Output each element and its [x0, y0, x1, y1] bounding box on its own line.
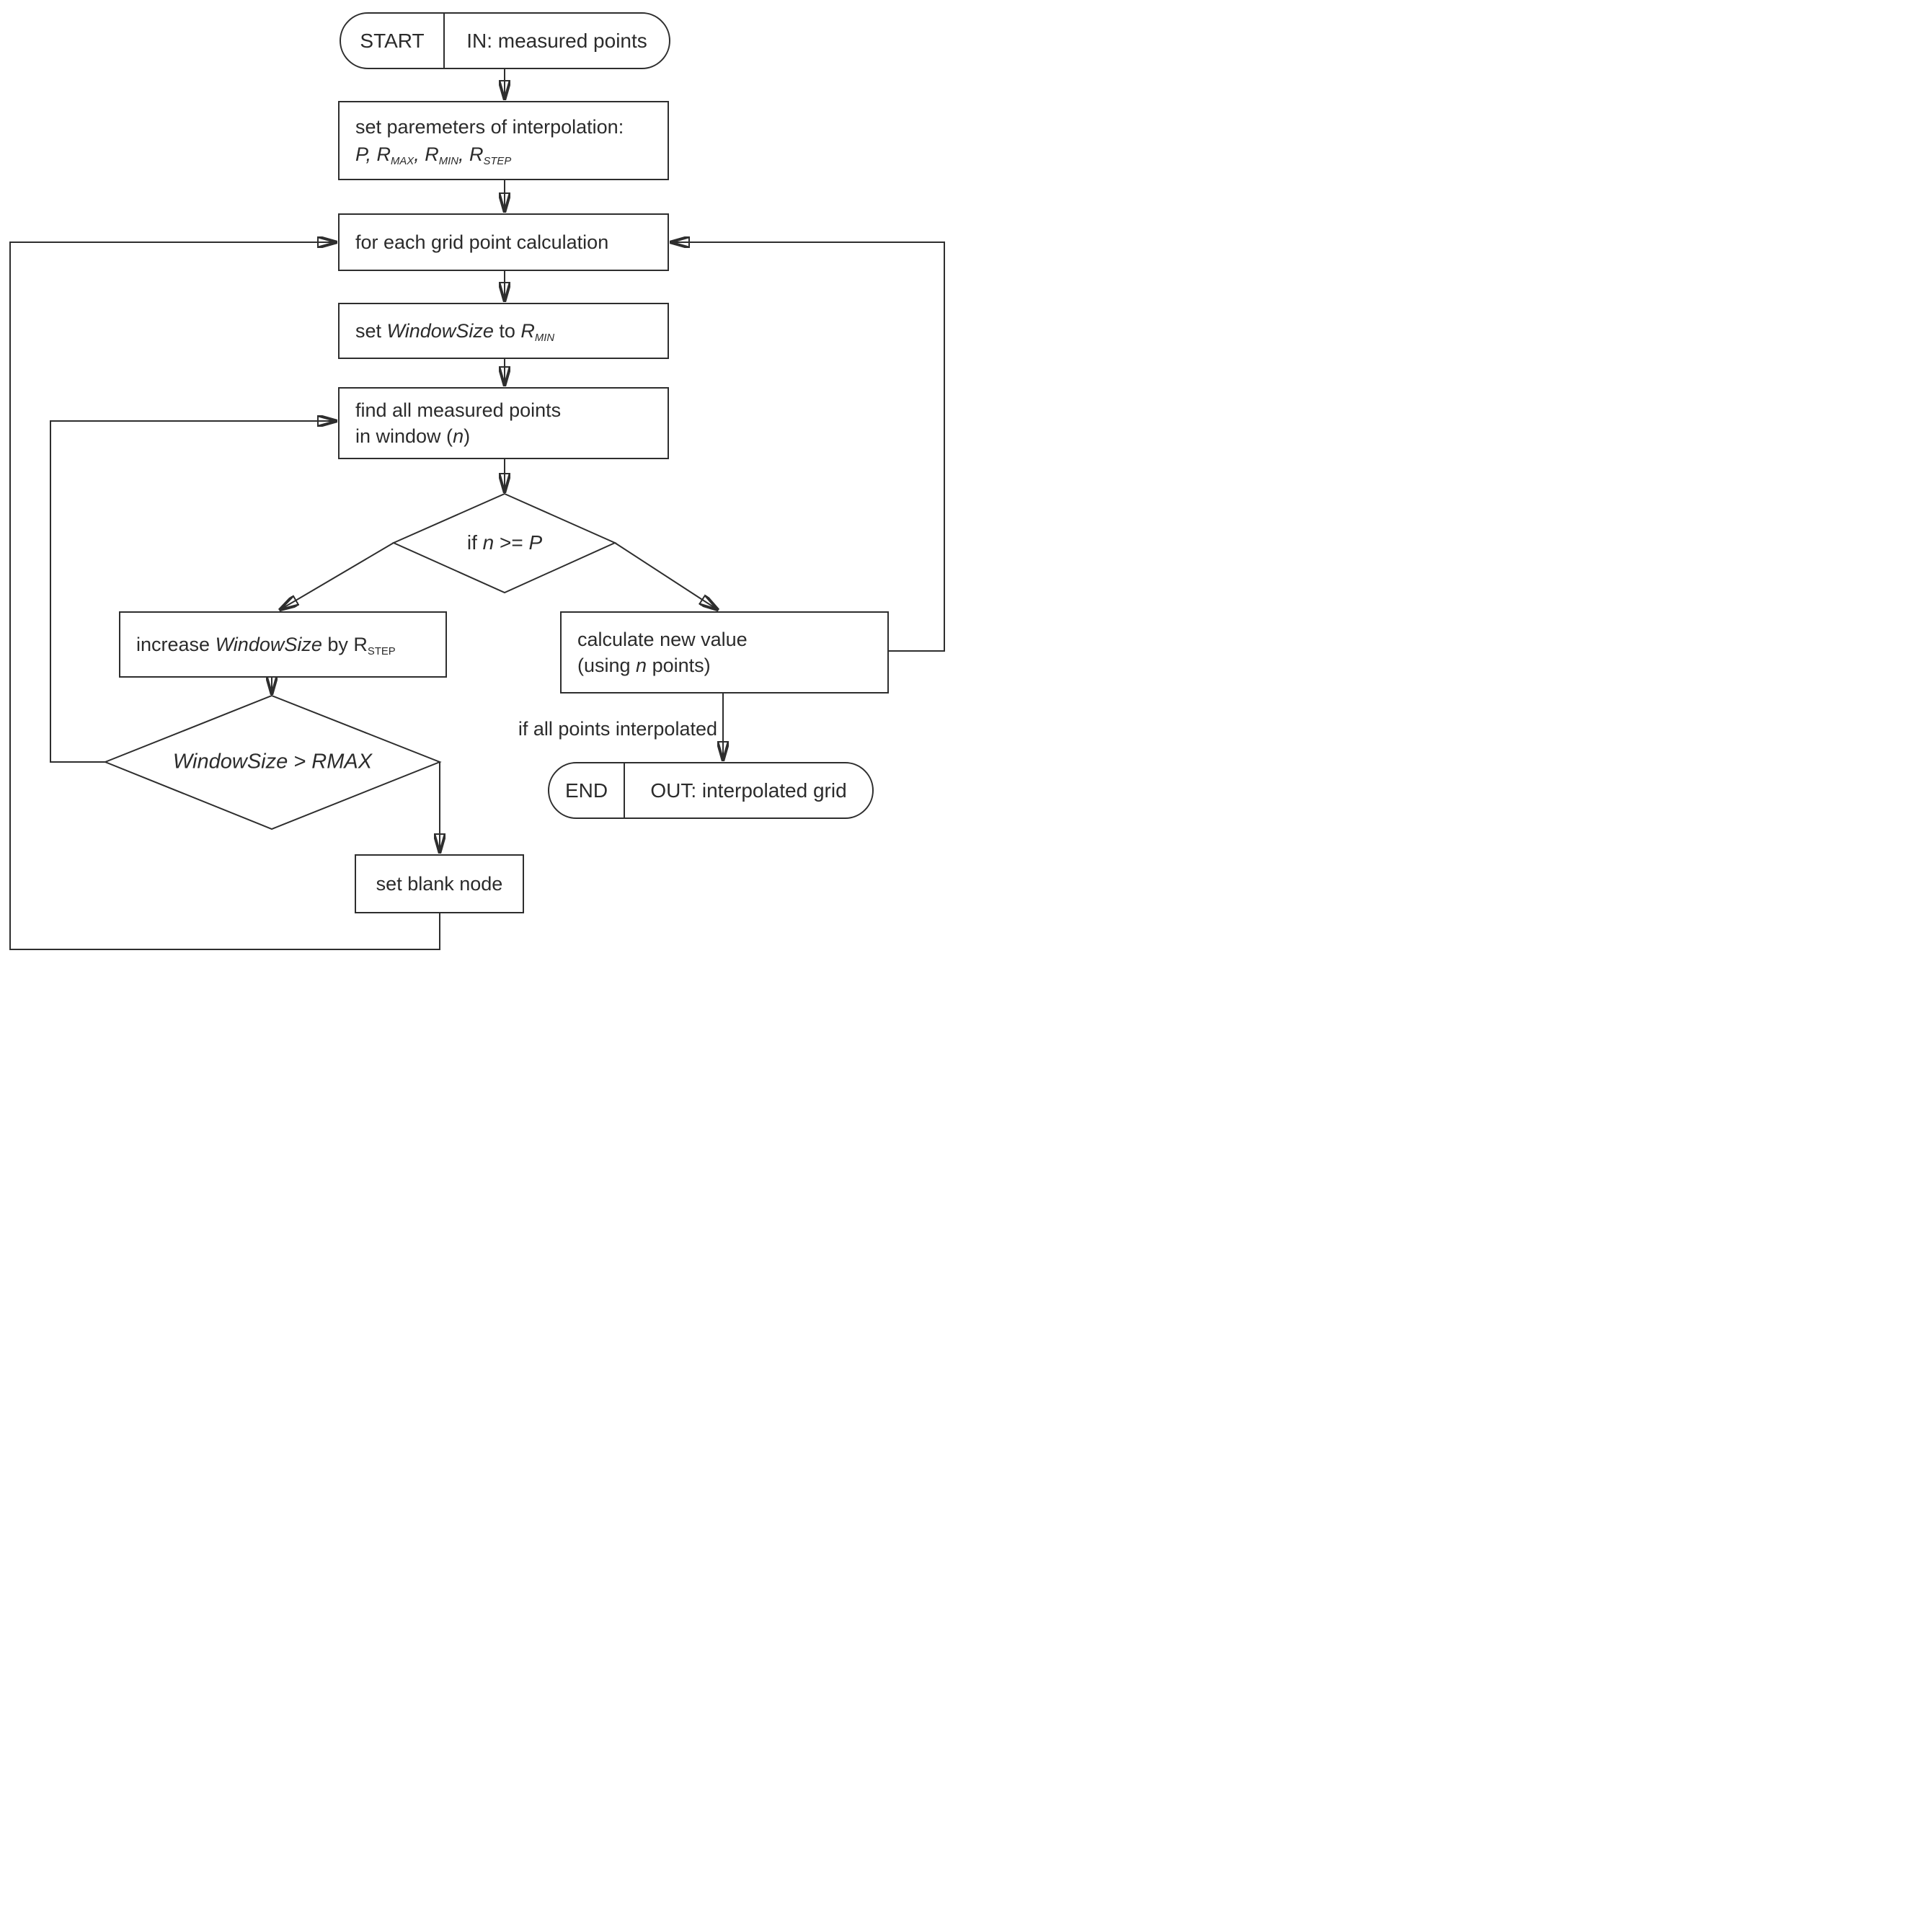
process-set-windowsize-label: set WindowSize to RMIN [355, 320, 555, 344]
connector-layer [9, 69, 945, 950]
edge-decision1-to-increase [280, 542, 394, 610]
flowchart-diagram: START IN: measured points set paremeters… [0, 0, 956, 966]
all-points-interpolated-label: if all points interpolated [518, 718, 717, 740]
edge-loop-setblank-to-foreach [9, 242, 440, 950]
decision-windowsize-rmax-shape [103, 694, 442, 830]
decision-n-ge-p-label: if n >= P [466, 531, 543, 554]
process-set-parameters-label: set paremeters of interpolation:P, RMAX,… [355, 116, 624, 167]
edge-loop-calc-to-foreach [670, 242, 945, 652]
start-label: START [341, 14, 445, 68]
edge-loop-decision2-to-findpoints [50, 421, 337, 763]
process-calculate-value-label: calculate new value(using n points) [577, 629, 748, 676]
process-increase-windowsize: increase WindowSize by RSTEP [119, 611, 447, 678]
process-increase-windowsize-label: increase WindowSize by RSTEP [136, 634, 396, 657]
process-set-windowsize: set WindowSize to RMIN [338, 303, 669, 359]
process-set-parameters: set paremeters of interpolation:P, RMAX,… [338, 101, 669, 180]
end-label: END [549, 763, 625, 817]
process-set-blank-node-label: set blank node [376, 873, 503, 895]
edge-decision1-to-calc [614, 542, 718, 610]
process-for-each-grid-point: for each grid point calculation [338, 213, 669, 271]
end-output-label: OUT: interpolated grid [650, 779, 847, 802]
decision-n-ge-p-shape [391, 492, 617, 594]
end-node: END OUT: interpolated grid [548, 762, 874, 819]
process-set-blank-node: set blank node [355, 854, 524, 913]
decision-windowsize-rmax-label: WindowSize > RMAX [172, 750, 373, 774]
start-input-label: IN: measured points [466, 29, 647, 52]
process-calculate-value: calculate new value(using n points) [560, 611, 889, 694]
start-node: START IN: measured points [340, 12, 670, 69]
process-for-each-grid-point-label: for each grid point calculation [355, 231, 609, 253]
